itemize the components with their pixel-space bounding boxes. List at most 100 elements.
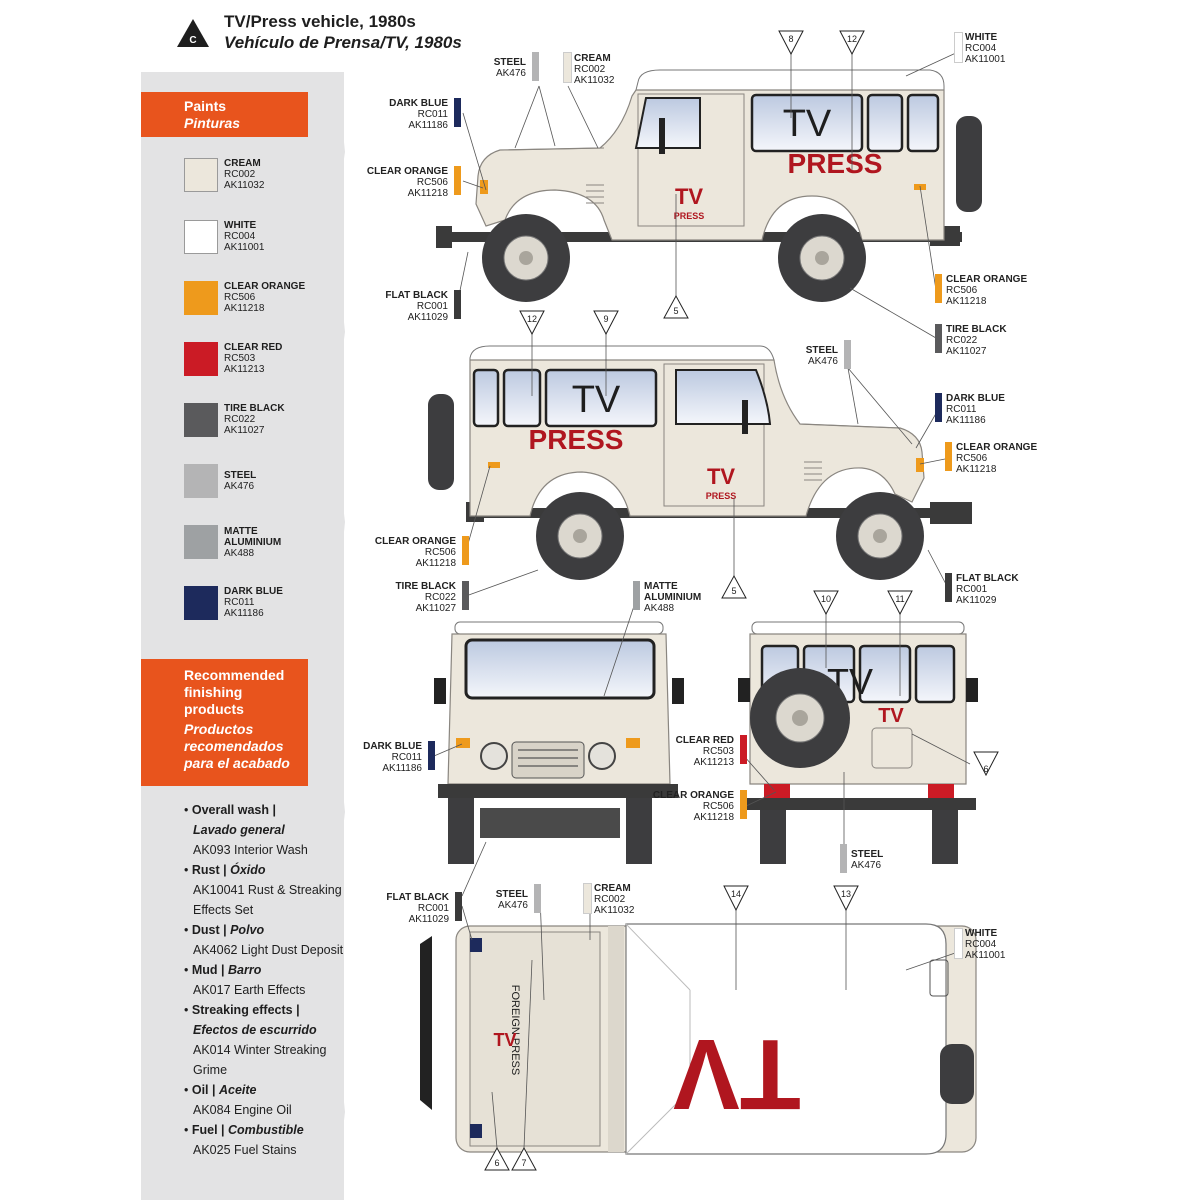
section-badge: C (176, 18, 210, 53)
decal-tv-door-left: TV (707, 464, 735, 489)
finishing-item-dust: • Dust | Polvo AK4062 Light Dust Deposit (184, 923, 344, 957)
decal-tv-window: TV (783, 103, 832, 145)
paint-swatch (184, 464, 218, 498)
paints-heading: Paints Pinturas (141, 92, 308, 137)
paint-code: AK11001 (224, 242, 265, 253)
svg-text:13: 13 (841, 889, 851, 899)
callout-chip (455, 892, 462, 921)
finishing-item-streaking: • Streaking effects | Efectos de escurri… (184, 1003, 327, 1077)
marker-7: 7 (511, 1146, 537, 1171)
paint-swatch (184, 342, 218, 376)
paint-code: RC011 (224, 597, 255, 608)
torn-paper-edge (315, 72, 345, 1200)
svg-text:5: 5 (673, 306, 678, 316)
callout-chip (740, 790, 747, 819)
callout-chip (954, 928, 963, 959)
paint-code: RC002 (224, 169, 256, 180)
decal-foreign-press: FOREIGN PRESS (509, 985, 521, 1075)
callout-chip (532, 52, 539, 81)
paint-code: RC022 (224, 414, 256, 425)
callout-chip (428, 741, 435, 770)
reference-markers: 8 12 5 12 9 5 10 11 6 14 13 6 7 (484, 30, 999, 1171)
callout-chip (844, 340, 851, 369)
paint-swatch (184, 586, 218, 620)
wheel-front (482, 214, 570, 302)
paints-heading-es: Pinturas (184, 115, 241, 131)
svg-text:11: 11 (895, 594, 904, 604)
paint-code: RC503 (224, 353, 256, 364)
paint-name: CLEAR ORANGE (224, 281, 306, 292)
paints-heading-en: Paints (184, 98, 227, 114)
callout-chip (462, 536, 469, 565)
callout-chip (583, 883, 592, 914)
decal-tv-window-left: TV (572, 379, 621, 421)
marker-6: 6 (973, 751, 999, 777)
finishing-item-mud: • Mud | Barro AK017 Earth Effects (184, 963, 306, 997)
marker-8: 8 (778, 30, 804, 56)
marker-5b: 5 (721, 574, 747, 599)
paint-name: MATTE ALUMINIUM (224, 526, 282, 548)
rear-view: TV TV (738, 621, 978, 864)
svg-text:6: 6 (983, 764, 988, 774)
marker-12b: 12 (519, 310, 545, 336)
svg-text:12: 12 (847, 34, 857, 44)
side-view-right: TV PRESS TV PRESS (436, 69, 982, 302)
paint-swatch (184, 525, 218, 559)
marker-12: 12 (839, 30, 865, 56)
top-view: TV FOREIGN PRESS TV (420, 923, 977, 1155)
paint-swatch (184, 281, 218, 315)
decal-tv-rear: TV (878, 705, 904, 727)
decal-tv-hood: TV (493, 1030, 516, 1050)
paint-code: AK11027 (224, 425, 265, 436)
svg-text:8: 8 (788, 34, 793, 44)
callout-chip (945, 573, 952, 602)
paint-swatch (184, 158, 218, 192)
decal-tv-door: TV (675, 184, 703, 209)
paint-name: CLEAR RED (224, 342, 283, 353)
section-badge-letter: C (189, 35, 196, 46)
paint-code: AK11032 (224, 180, 265, 191)
paint-code: RC004 (224, 231, 256, 242)
svg-text:9: 9 (603, 314, 608, 324)
marker-10: 10 (813, 590, 839, 616)
finishing-item-wash: • Overall wash | Lavado general AK093 In… (184, 803, 308, 857)
paint-name: CREAM (224, 158, 261, 169)
callout-chip (563, 52, 572, 83)
paint-code: AK11218 (224, 303, 265, 314)
paint-code: AK488 (224, 548, 255, 559)
decal-press-door: PRESS (674, 211, 705, 221)
marker-13: 13 (833, 885, 859, 912)
callout-chip (954, 32, 963, 63)
front-view (434, 621, 684, 864)
callout-chip (462, 581, 469, 610)
finishing-heading: Recommended finishing products Productos… (141, 659, 308, 786)
wheel-front-left (836, 492, 924, 580)
wheel-rear-left (536, 492, 624, 580)
finishing-item-fuel: • Fuel | Combustible AK025 Fuel Stains (184, 1123, 304, 1157)
decal-press-left: PRESS (529, 424, 624, 455)
callout-chip (840, 844, 847, 873)
paint-name: STEEL (224, 470, 257, 481)
callout-chip (454, 166, 461, 195)
marker-14: 14 (723, 885, 749, 912)
marker-11: 11 (887, 590, 913, 616)
